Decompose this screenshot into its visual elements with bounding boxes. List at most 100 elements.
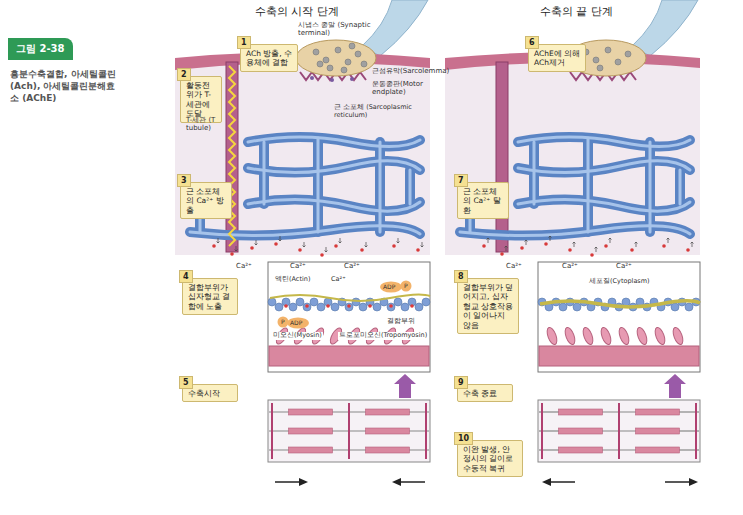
arrow-head [542, 478, 551, 486]
calcium-ion [630, 248, 634, 252]
myosin-head [617, 326, 631, 346]
binding-site [368, 304, 372, 308]
reticulum-highlight [190, 226, 420, 236]
actin-bead [352, 298, 360, 306]
reticulum-highlight [248, 161, 420, 173]
axon [632, 0, 698, 56]
label: 결합부위 [386, 318, 416, 326]
calcium-flow-arrow [549, 236, 552, 241]
synaptic-vesicle [361, 61, 367, 67]
synaptic-vesicle [615, 59, 621, 65]
calcium-flow-arrow [505, 246, 508, 251]
actin-bead [275, 303, 283, 311]
callout-number: 9 [454, 376, 468, 389]
reticulum-highlight [248, 137, 420, 147]
reticulum-highlight [587, 138, 590, 232]
adp-blob [380, 282, 402, 293]
callout-number: 2 [177, 68, 191, 81]
callout-text: AChE에 의해 ACh제거 [534, 49, 581, 68]
synaptic-vesicle [335, 47, 341, 53]
sarcoplasmic-reticulum [259, 142, 269, 204]
magnify-arrow [394, 374, 416, 398]
sarcoplasmic-reticulum [313, 138, 323, 232]
synaptic-vesicle [593, 57, 599, 63]
thick-filament [366, 447, 410, 453]
relaxation-arrow [550, 481, 575, 483]
calcium-flow-arrow [667, 238, 670, 243]
sarcoplasmic-reticulum [248, 161, 420, 173]
callout-box: 1ACh 방출, 수용체에 결합 [240, 44, 298, 72]
sarcoplasmic-reticulum [518, 199, 690, 211]
arrow-head [689, 478, 698, 486]
z-line [425, 403, 427, 459]
calcium-flow-arrow [217, 238, 220, 243]
z-line [618, 403, 620, 459]
label: 트로포미오신(Tropomyosin) [338, 332, 428, 340]
reticulum-highlight [248, 199, 420, 211]
sarcoplasmic-reticulum [405, 170, 415, 204]
binding-site [305, 304, 309, 308]
synaptic-vesicle [341, 67, 347, 73]
callout-text: ACh 방출, 수용체에 결합 [246, 49, 293, 68]
reticulum-highlight [409, 170, 412, 204]
calcium-flow-arrow [609, 238, 612, 243]
tropomyosin [540, 301, 700, 307]
calcium-flow-arrow [595, 247, 598, 252]
calcium-flow-arrow [235, 246, 238, 251]
sarcoplasmic-reticulum [248, 199, 420, 211]
callout-number: 10 [454, 432, 473, 445]
ach-molecule [350, 77, 354, 81]
calcium-flow-arrow [303, 242, 306, 247]
thick-filament [366, 428, 410, 434]
calcium-flow-arrow [421, 242, 424, 247]
synaptic-vesicle [605, 47, 611, 53]
callout-text: 근 소포체의 Ca²⁺ 방출 [186, 187, 227, 215]
actin-bead [401, 303, 409, 311]
contraction-arrow [275, 481, 300, 483]
actin-bead [622, 298, 630, 306]
label: Ca²⁺ [344, 262, 360, 270]
actin-bead [345, 303, 353, 311]
calcium-ion [230, 252, 234, 256]
label: 근섬유막(Sarcolemma) [372, 67, 449, 75]
label: Ca²⁺ [562, 262, 578, 270]
myosin-head [635, 326, 649, 346]
binding-site [284, 304, 288, 308]
sarcomere [538, 400, 700, 462]
tropomyosin [270, 294, 430, 301]
axon [362, 0, 428, 56]
actin-bead [331, 303, 339, 311]
calcium-ion [520, 246, 524, 250]
label: 세포질(Cytoplasm) [588, 278, 651, 286]
reticulum-highlight [518, 161, 690, 173]
reticulum-highlight [379, 142, 382, 232]
binding-site [326, 304, 330, 308]
callout-number: 5 [179, 376, 193, 389]
myosin-head [653, 326, 667, 346]
calcium-ion [416, 248, 420, 252]
sarcoplasmic-reticulum [190, 226, 420, 236]
actin-bead [394, 298, 402, 306]
calcium-ion [360, 248, 364, 252]
callout-text: 근 소포체의 Ca²⁺ 탈환 [463, 187, 504, 215]
callout-box: 4결합부위가 십자형교 결합에 노출 [182, 278, 238, 315]
callout-text: 수축 종료 [463, 389, 508, 398]
sarcoplasmic-reticulum [583, 138, 593, 232]
calcium-flow-arrow [397, 238, 400, 243]
synaptic-vesicle [349, 43, 355, 49]
actin-bead [415, 303, 423, 311]
sarcoplasmic-reticulum [518, 161, 690, 173]
myosin-head [563, 326, 577, 346]
calcium-ion [662, 244, 666, 248]
calcium-flow-arrow [365, 242, 368, 247]
actin-bead [289, 303, 297, 311]
calcium-ion [500, 252, 504, 256]
label: 근 소포체 (Sarcoplasmic reticulum) [334, 104, 430, 120]
sarcoplasmic-reticulum [529, 142, 539, 204]
label: Ca²⁺ [236, 262, 252, 270]
actin-bead [310, 298, 318, 306]
synaptic-vesicle [625, 51, 631, 57]
callout-text: 이완 발생, 안정시의 길이로 수동적 복귀 [463, 445, 518, 473]
sarcoplasmic-reticulum [675, 170, 685, 204]
